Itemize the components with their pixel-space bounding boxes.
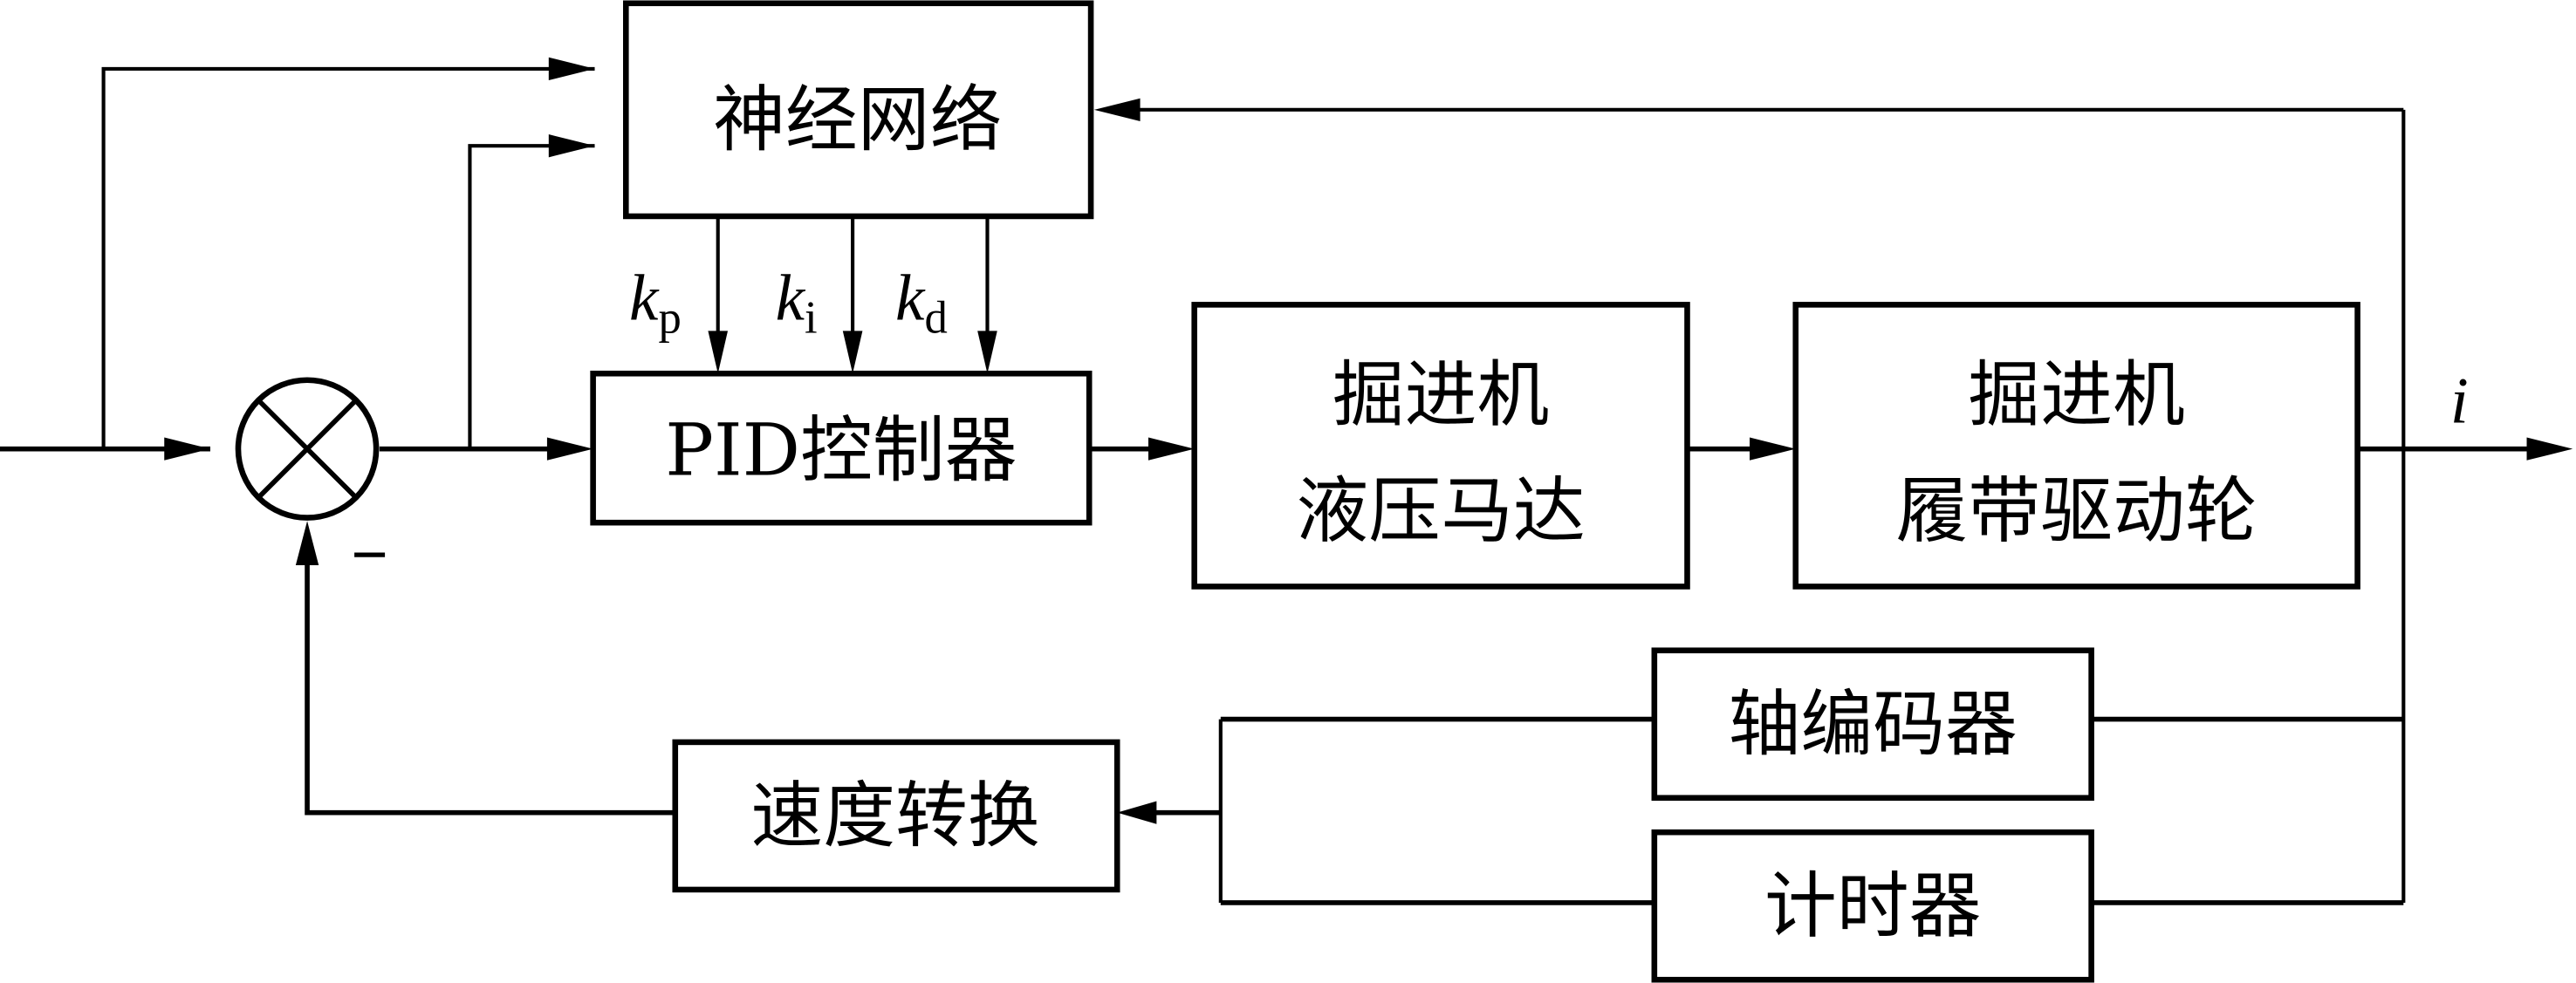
hydraulic-motor-line2: 液压马达: [1296, 468, 1585, 553]
gain-labels: kp ki kd: [629, 262, 948, 343]
speed-conversion-label: 速度转换: [750, 774, 1039, 858]
arrowheads: [164, 57, 2573, 824]
speed-to-junction-line: [305, 556, 675, 816]
kp-label: kp: [629, 262, 682, 343]
arrow-into-junction-bottom: [295, 521, 319, 566]
arrow-into-motor: [1148, 437, 1195, 461]
kd-label: kd: [895, 262, 948, 343]
arrow-ki: [842, 331, 863, 374]
arrow-into-junction: [164, 437, 210, 461]
block-pid-controller: PID控制器: [590, 370, 1093, 526]
block-neural-network: 神经网络: [622, 0, 1094, 220]
timer-label: 计时器: [1764, 864, 1981, 948]
block-shaft-encoder: 轴编码器: [1651, 647, 2094, 802]
arrow-into-nn-mid: [548, 134, 595, 158]
arrow-into-speed-conversion: [1117, 801, 1157, 824]
track-wheel-line1: 掘进机: [1968, 352, 2184, 437]
block-timer: 计时器: [1651, 829, 2094, 983]
block-speed-conversion: 速度转换: [672, 739, 1120, 893]
block-track-drive-wheel: 掘进机 履带驱动轮: [1792, 302, 2360, 590]
connection-lines: [0, 66, 2538, 905]
input-to-nn-line: [101, 66, 595, 449]
arrow-feedback-into-nn: [1093, 98, 1141, 121]
error-to-nn-line: [468, 144, 595, 449]
hydraulic-motor-line1: 掘进机: [1333, 352, 1549, 437]
neural-network-label: 神经网络: [713, 77, 1002, 161]
arrow-kp: [708, 331, 729, 374]
arrow-kd: [977, 331, 997, 374]
arrow-into-nn-top: [548, 57, 595, 81]
feedback-minus-sign: −: [351, 519, 388, 591]
arrow-into-pid: [546, 437, 593, 461]
block-hydraulic-motor: 掘进机 液压马达: [1191, 302, 1690, 590]
pid-label: PID控制器: [665, 408, 1017, 493]
arrow-into-wheel: [1750, 437, 1796, 461]
output-label-i: i: [2450, 365, 2469, 438]
summing-junction: −: [235, 377, 388, 591]
track-wheel-line2: 履带驱动轮: [1896, 468, 2257, 553]
shaft-encoder-label: 轴编码器: [1729, 681, 2018, 766]
ki-label: ki: [776, 262, 818, 343]
arrow-output: [2526, 437, 2573, 461]
